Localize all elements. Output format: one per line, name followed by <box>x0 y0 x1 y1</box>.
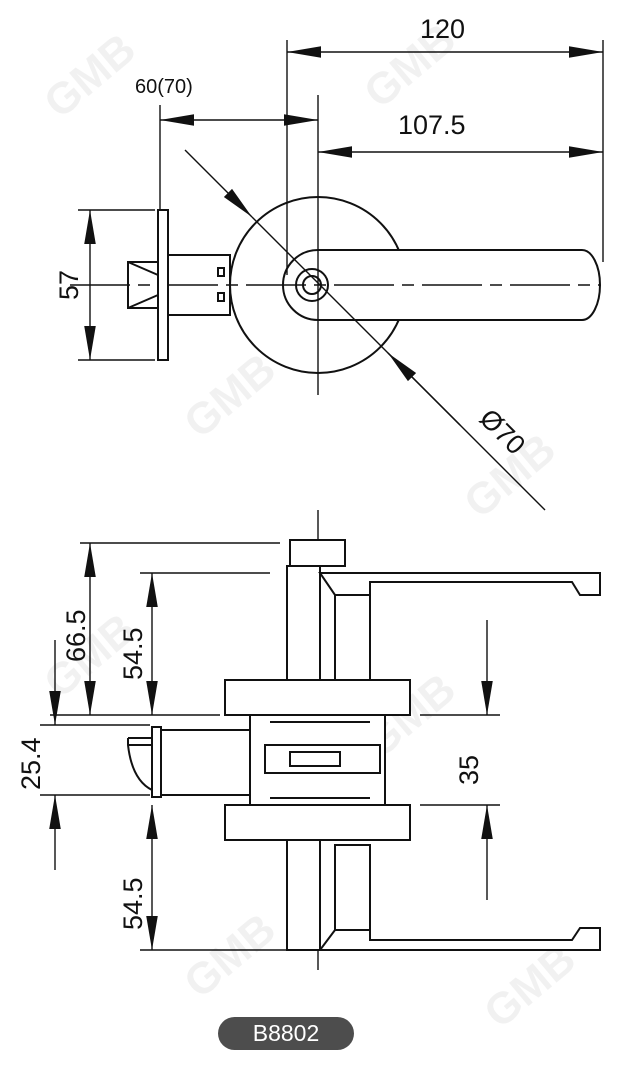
dim-top-total: 66.5 <box>61 609 91 662</box>
lever-top <box>318 572 601 596</box>
dim-rose-gap: 35 <box>454 755 484 785</box>
model-badge: B8802 <box>218 1017 354 1050</box>
dim-latch-face: 25.4 <box>16 737 46 790</box>
side-dimensions: 66.5 54.5 25.4 35 54.5 <box>16 542 500 951</box>
dim-top-lever-offset: 54.5 <box>118 627 148 680</box>
latch-body <box>167 254 231 316</box>
dim-bottom-lever-offset: 54.5 <box>118 877 148 930</box>
dim-lever-length: 107.5 <box>398 110 466 140</box>
spindle-top <box>289 539 346 567</box>
lever-bottom <box>318 927 601 951</box>
side-view <box>127 510 601 970</box>
mechanism <box>249 714 386 806</box>
latch-faceplate <box>157 209 169 361</box>
front-view <box>70 95 601 395</box>
dim-backset: 60(70) <box>135 76 193 98</box>
rose-top <box>224 679 411 716</box>
latch-bolt <box>127 737 153 791</box>
svg-text:GMB: GMB <box>35 24 145 128</box>
latch-body <box>159 729 251 796</box>
rose-bottom <box>224 804 411 841</box>
dim-latch-height: 57 <box>54 270 84 300</box>
svg-text:GMB: GMB <box>175 904 285 1008</box>
svg-text:GMB: GMB <box>175 344 285 448</box>
dim-overall-length: 120 <box>420 14 465 44</box>
latch-bolt <box>127 261 159 309</box>
